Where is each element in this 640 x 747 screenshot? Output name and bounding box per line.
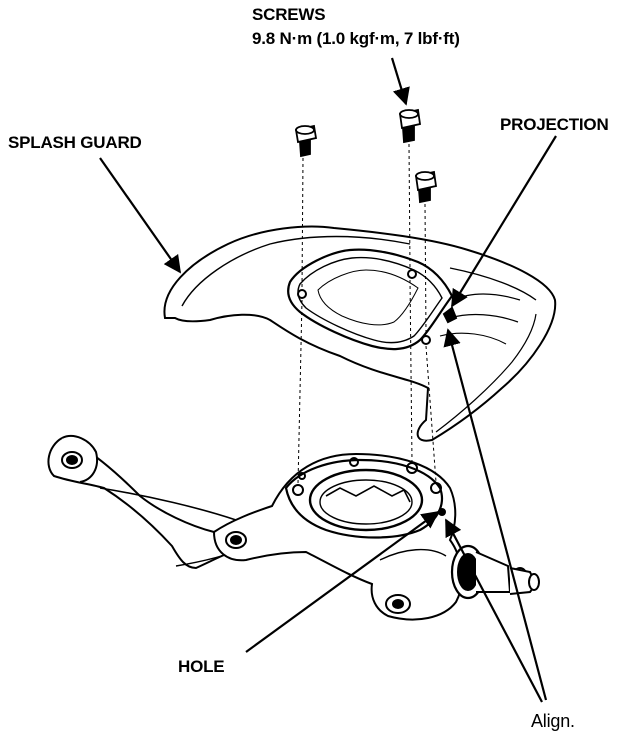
callout-leaders	[99, 57, 557, 703]
screw-2-icon	[398, 108, 422, 144]
screw-3-icon	[414, 170, 438, 204]
projection-label: PROJECTION	[500, 115, 609, 134]
align-label: Align.	[531, 711, 575, 731]
steering-knuckle-part	[47, 434, 540, 621]
alignment-guides	[297, 143, 437, 485]
hole-label: HOLE	[178, 657, 225, 676]
torque-spec-label: 9.8 N·m (1.0 kgf·m, 7 lbf·ft)	[252, 29, 460, 48]
screws-label: SCREWS	[252, 5, 326, 24]
splash-guard-label: SPLASH GUARD	[8, 133, 142, 152]
splash-guard-part	[163, 225, 557, 442]
screw-1-icon	[294, 124, 318, 158]
